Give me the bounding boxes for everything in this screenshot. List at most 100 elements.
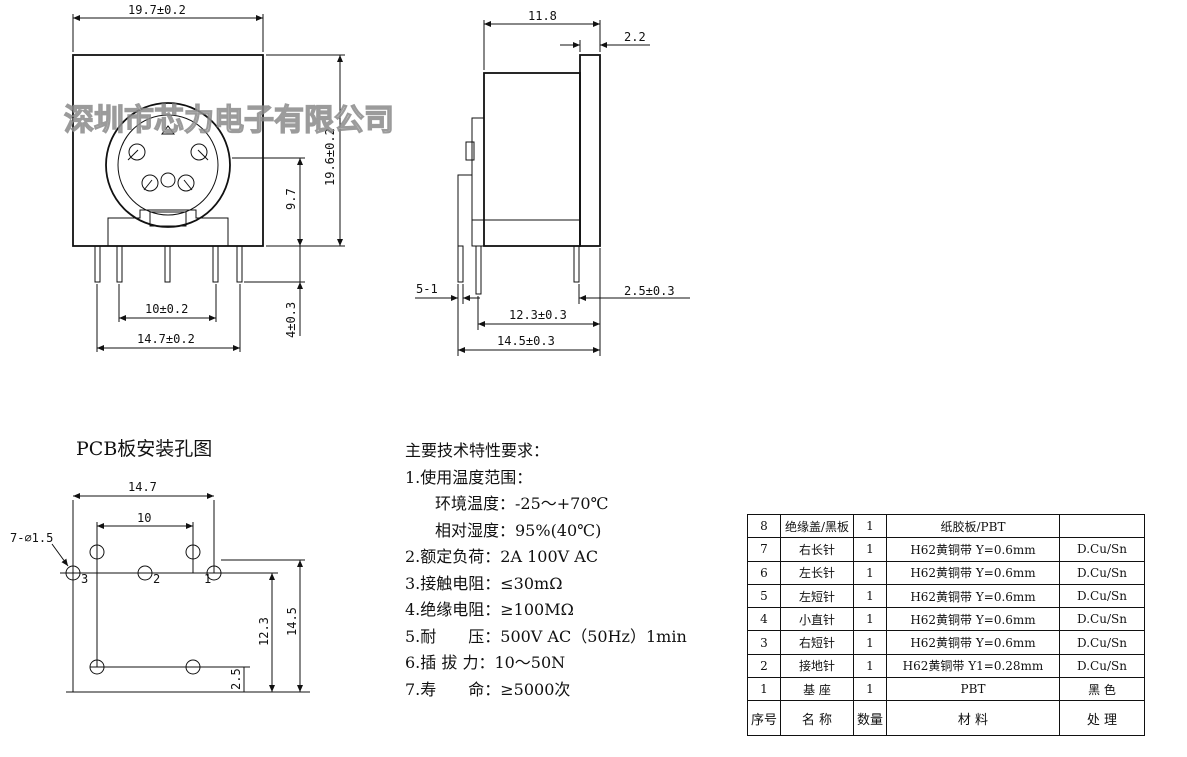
bom-material: 纸胶板/PBT	[886, 513, 1060, 539]
side-pin-right	[573, 245, 580, 283]
bom-table: 8 绝缘盖/黑板 1 纸胶板/PBT 7 右长针 1 H62黄铜带 Y=0.6m…	[747, 513, 1145, 737]
bom-material: H62黄铜带 Y=0.6mm	[886, 537, 1060, 562]
pcb-pin-label: 1	[204, 572, 211, 586]
bom-header-qty: 数量	[853, 700, 887, 737]
pcb-dim-inner: 10	[137, 511, 151, 525]
requirement-line: 相对湿度：95%(40℃)	[435, 520, 602, 540]
bom-finish: D.Cu/Sn	[1059, 630, 1145, 655]
bom-finish: D.Cu/Sn	[1059, 537, 1145, 562]
dim-depth-label: 11.8	[528, 9, 557, 23]
bom-no: 7	[747, 537, 781, 562]
bom-material: H62黄铜带 Y=0.6mm	[886, 630, 1060, 655]
table-row: 6 左长针 1 H62黄铜带 Y=0.6mm D.Cu/Sn	[747, 560, 1145, 585]
bom-name: 左短针	[780, 583, 854, 609]
bom-name: 接地针	[780, 653, 854, 679]
requirement-line: 3.接触电阻：≤30mΩ	[405, 573, 563, 593]
pcb-dim-outer: 14.7	[128, 480, 157, 494]
front-view: 19.7±0.2 19.6±0.2 9.7 4±0.3 10±0.2 14.7±…	[72, 3, 345, 352]
dim-width-label: 19.7±0.2	[128, 3, 186, 17]
dim-pin-tol-label: 2.5±0.3	[624, 284, 675, 298]
bom-material: H62黄铜带 Y1=0.28mm	[886, 653, 1060, 679]
bom-name: 右短针	[780, 630, 854, 655]
dim-pin-length-label: 4±0.3	[284, 302, 298, 338]
bom-no: 2	[747, 653, 781, 679]
requirement-line: 6.插 拔 力：10～50N	[405, 653, 566, 672]
dim-pitch-inner-label: 10±0.2	[145, 302, 188, 316]
bom-header-no: 序号	[747, 700, 781, 737]
side-pin-left	[457, 245, 464, 283]
pcb-dim-v-total: 14.5	[285, 607, 299, 636]
table-row: 8 绝缘盖/黑板 1 纸胶板/PBT	[747, 513, 1145, 539]
front-body-outline	[72, 54, 264, 247]
requirement-line: 1.使用温度范围：	[405, 467, 533, 487]
table-row: 5 左短针 1 H62黄铜带 Y=0.6mm D.Cu/Sn	[747, 583, 1145, 609]
front-bracket	[107, 209, 229, 246]
socket-outer-ring	[105, 102, 231, 228]
side-view: 11.8 2.2 5-1 2.5±0.3 12.3±0.3 14.5±0.3	[415, 9, 690, 356]
pcb-layout: 14.7 10 7-⌀1.5 3 2 1 12.3 14.5 2.5	[10, 480, 310, 693]
bom-material: H62黄铜带 Y=0.6mm	[886, 560, 1060, 585]
requirement-line: 4.绝缘电阻：≥100MΩ	[405, 600, 574, 619]
bom-no: 3	[747, 630, 781, 655]
requirements-heading: 主要技术特性要求：	[405, 441, 550, 460]
dim-flange-label: 2.2	[624, 30, 646, 44]
bom-qty: 1	[853, 630, 887, 655]
bom-no: 1	[747, 677, 781, 702]
bom-no: 8	[747, 513, 781, 539]
bom-no: 4	[747, 607, 781, 632]
table-header-row: 序号 名 称 数量 材 料 处 理	[747, 700, 1145, 737]
bom-header-finish: 处 理	[1059, 700, 1145, 737]
pcb-pin-label: 3	[81, 572, 88, 586]
bom-material: H62黄铜带 Y=0.6mm	[886, 607, 1060, 632]
requirement-line: 7.寿 命：≥5000次	[405, 679, 571, 699]
watermark-text: 深圳市芯力电子有限公司	[64, 103, 394, 138]
dim-height-label: 19.6±0.2	[323, 128, 337, 186]
bom-no: 5	[747, 583, 781, 609]
requirement-line: 5.耐 压：500V AC（50Hz）1min	[405, 626, 687, 646]
bom-name: 绝缘盖/黑板	[780, 513, 854, 539]
bom-qty: 1	[853, 560, 887, 585]
bom-header-material: 材 料	[886, 700, 1060, 737]
socket-inner-ring	[117, 114, 219, 216]
requirement-line: 2.额定负荷：2A 100V AC	[405, 547, 599, 566]
requirements-block: 主要技术特性要求： 1.使用温度范围： 环境温度：-25～+70℃ 相对湿度：9…	[405, 438, 687, 703]
bom-qty: 1	[853, 653, 887, 679]
bom-no: 6	[747, 560, 781, 585]
bom-material: PBT	[886, 677, 1060, 702]
bom-qty: 1	[853, 537, 887, 562]
bom-finish: D.Cu/Sn	[1059, 560, 1145, 585]
bom-name: 左长针	[780, 560, 854, 585]
dim-pitch-outer-label: 14.7±0.2	[137, 332, 195, 346]
dim-center-label: 9.7	[284, 188, 298, 210]
table-row: 3 右短针 1 H62黄铜带 Y=0.6mm D.Cu/Sn	[747, 630, 1145, 655]
socket-contacts	[127, 125, 209, 192]
pcb-dim-v-span: 12.3	[257, 617, 271, 646]
table-row: 4 小直针 1 H62黄铜带 Y=0.6mm D.Cu/Sn	[747, 607, 1145, 632]
bom-qty: 1	[853, 607, 887, 632]
table-row: 2 接地针 1 H62黄铜带 Y1=0.28mm D.Cu/Sn	[747, 653, 1145, 679]
dim-overall-label: 14.5±0.3	[497, 334, 555, 348]
dim-pin-span-label: 12.3±0.3	[509, 308, 567, 322]
bom-name: 右长针	[780, 537, 854, 562]
bom-finish: D.Cu/Sn	[1059, 607, 1145, 632]
bom-material: H62黄铜带 Y=0.6mm	[886, 583, 1060, 609]
pcb-title: PCB板安装孔图	[76, 438, 213, 460]
bom-finish: 黑 色	[1059, 677, 1145, 702]
side-pin-mid	[475, 245, 482, 295]
bom-finish: D.Cu/Sn	[1059, 583, 1145, 609]
table-row: 7 右长针 1 H62黄铜带 Y=0.6mm D.Cu/Sn	[747, 537, 1145, 562]
side-flange	[579, 54, 601, 247]
pcb-dim-v-small: 2.5	[229, 668, 243, 690]
bom-qty: 1	[853, 677, 887, 702]
pcb-pin-label: 2	[153, 572, 160, 586]
bom-name: 基 座	[780, 677, 854, 702]
front-pins	[94, 245, 243, 283]
table-row: 1 基 座 1 PBT 黑 色	[747, 677, 1145, 702]
pcb-dim-hole: 7-⌀1.5	[10, 531, 53, 545]
dim-pin-offset-label: 5-1	[416, 282, 438, 296]
bom-header-name: 名 称	[780, 700, 854, 737]
bom-finish: D.Cu/Sn	[1059, 653, 1145, 679]
bom-qty: 1	[853, 583, 887, 609]
bom-qty: 1	[853, 513, 887, 539]
